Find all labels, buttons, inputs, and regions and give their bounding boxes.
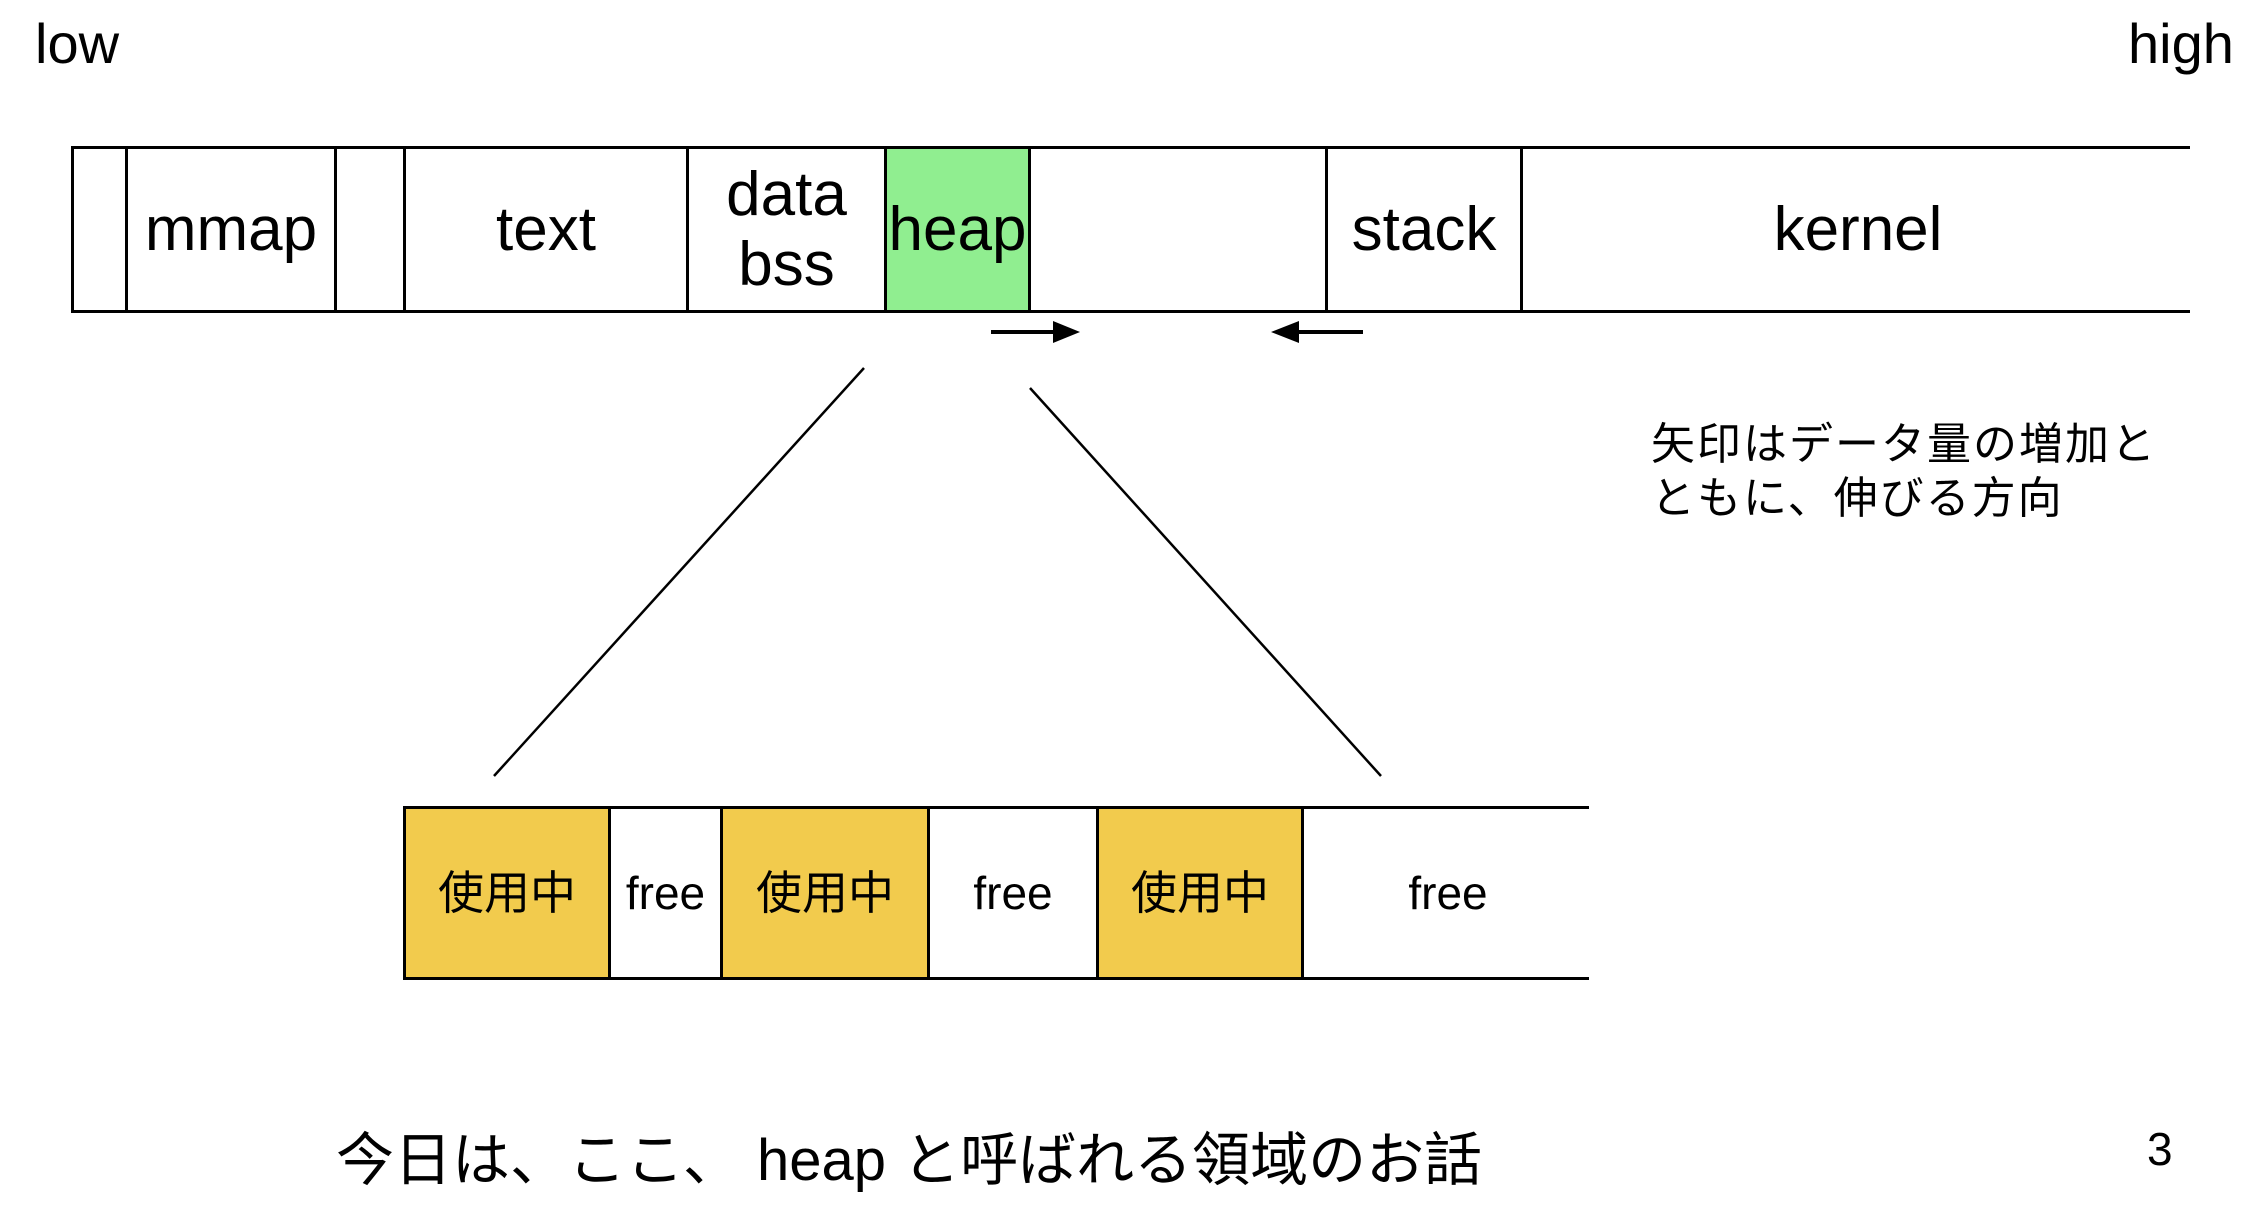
heap-block-used-1-label: 使用中 (438, 866, 576, 919)
growth-note-line1: 矢印はデータ量の増加と (1651, 420, 2157, 469)
memory-segment-stack-label: stack (1351, 194, 1497, 264)
memory-segment-heap: heap (887, 149, 1031, 310)
heap-block-free-2: free (930, 809, 1099, 977)
memory-segment-kernel: kernel (1523, 149, 2193, 310)
caption: 今日は、ここ、 heap と呼ばれる領域のお話 (336, 1128, 1483, 1193)
heap-grow-right-arrow-icon (991, 321, 1080, 343)
heap-block-free-1-label: free (625, 866, 706, 919)
heap-block-free-2-label: free (973, 866, 1053, 919)
growth-direction-note: 矢印はデータ量の増加と ともに、伸びる方向 (1651, 418, 2157, 526)
heap-block-free-3-label: free (1408, 866, 1488, 919)
memory-segment-text: text (406, 149, 689, 310)
address-low-label: low (35, 12, 120, 75)
memory-segment-empty-2 (337, 149, 406, 310)
memory-segment-kernel-label: kernel (1773, 194, 1943, 264)
heap-block-used-2-label: 使用中 (756, 866, 894, 919)
memory-segment-text-label: text (496, 194, 596, 264)
heap-block-used-2: 使用中 (723, 809, 930, 977)
memory-segment-mmap-label: mmap (144, 194, 318, 264)
memory-segment-gap (1031, 149, 1328, 310)
memory-segment-empty-low (74, 149, 128, 310)
heap-block-used-1: 使用中 (406, 809, 611, 977)
memory-segment-data-bss-label: data bss (726, 159, 847, 299)
heap-detail-bar: 使用中 free 使用中 free 使用中 free (403, 806, 1592, 980)
stack-grow-left-arrow-icon (1271, 321, 1363, 343)
address-high-label: high (2128, 12, 2234, 75)
memory-layout-bar: mmap text data bss heap stack kernel (71, 146, 2193, 313)
memory-segment-data-bss: data bss (689, 149, 887, 310)
memory-segment-stack: stack (1328, 149, 1523, 310)
heap-block-used-3-label: 使用中 (1131, 866, 1269, 919)
heap-block-free-3: free (1304, 809, 1592, 977)
page-number: 3 (2147, 1123, 2173, 1175)
heap-block-free-1: free (611, 809, 723, 977)
heap-block-used-3: 使用中 (1099, 809, 1304, 977)
growth-note-line2: ともに、伸びる方向 (1651, 474, 2064, 523)
memory-segment-mmap: mmap (128, 149, 337, 310)
memory-segment-heap-label: heap (888, 194, 1027, 264)
